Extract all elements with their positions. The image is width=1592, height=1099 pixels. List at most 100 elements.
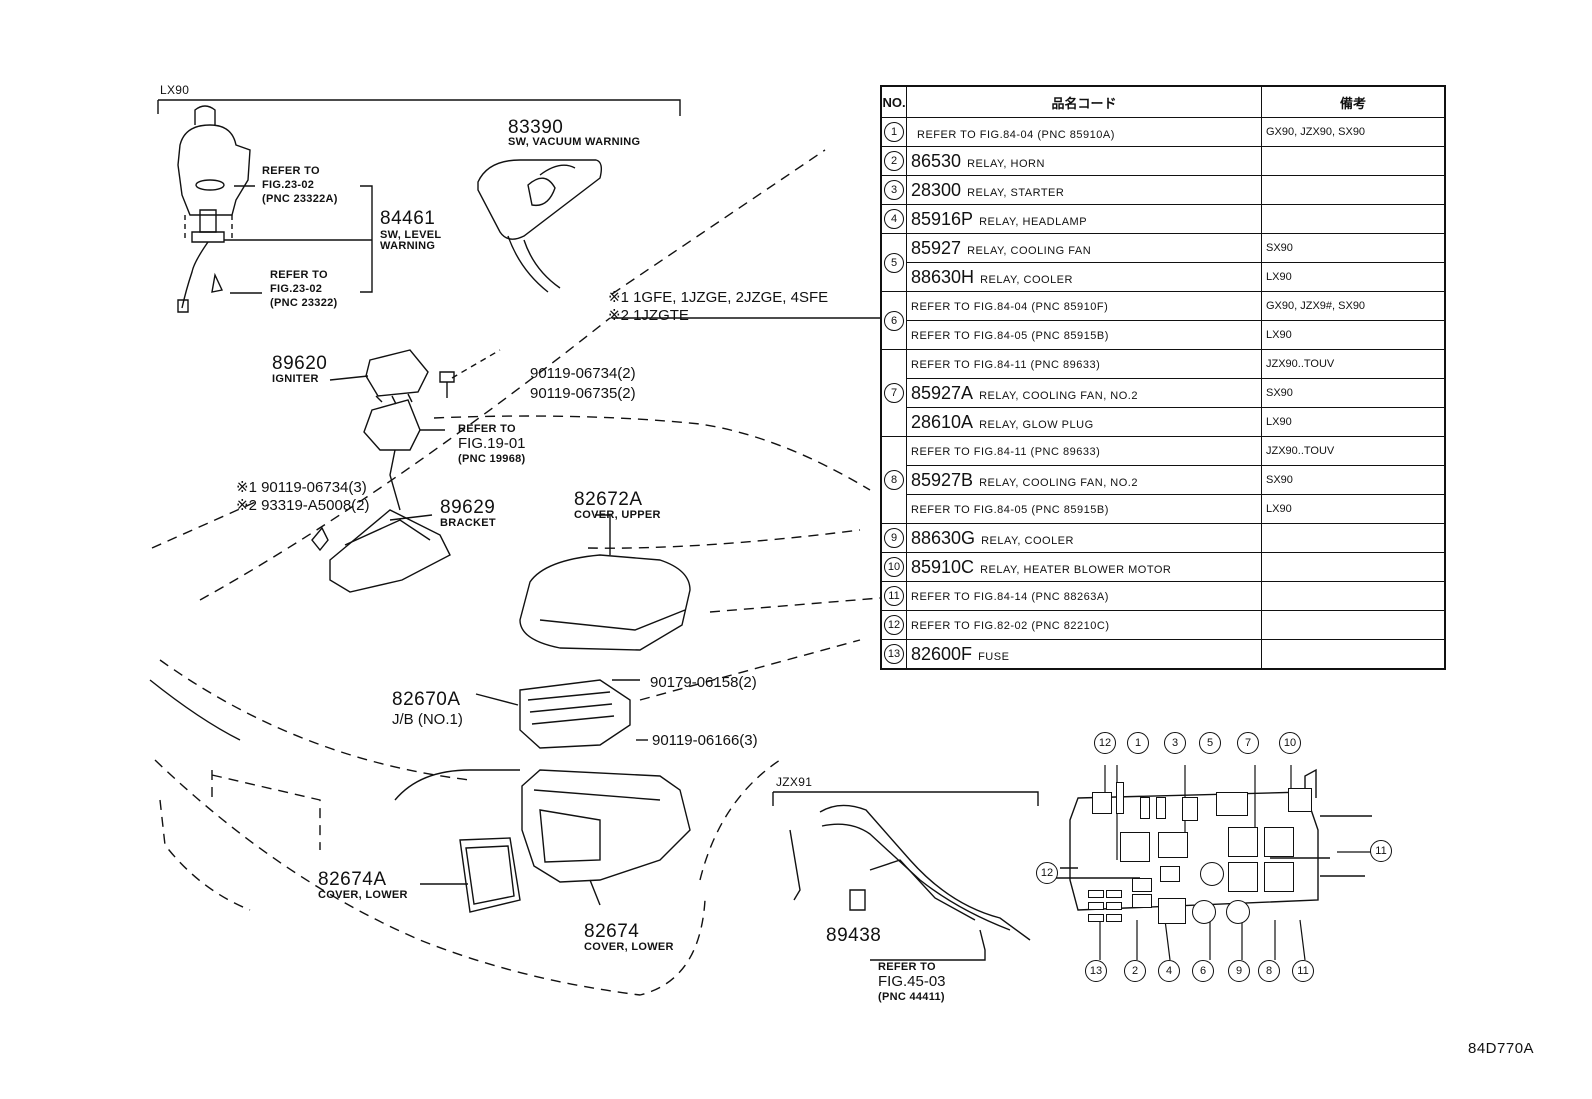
part-name-82674a: COVER, LOWER xyxy=(318,889,408,901)
junction-block-shape xyxy=(519,679,631,749)
table-header-row: NO. 品名コード 備考 xyxy=(880,85,1446,118)
layout-bubble: 10 xyxy=(1279,732,1301,754)
jb-fuse xyxy=(1088,902,1104,910)
fastener-90179-06158: 90179-06158(2) xyxy=(650,674,757,691)
table-row: 6 REFER TO FIG.84-04 (PNC 85910F) GX90, … xyxy=(880,291,1446,350)
row-number-badge: 1 xyxy=(884,122,904,142)
row-description: RELAY, GLOW PLUG xyxy=(979,418,1094,431)
row-number-badge: 2 xyxy=(884,151,904,171)
row-description: RELAY, COOLER xyxy=(981,534,1074,547)
jb-fuse xyxy=(1106,890,1122,898)
table-row: 7 REFER TO FIG.84-11 (PNC 89633) JZX90..… xyxy=(880,349,1446,437)
row-remark: SX90 xyxy=(1261,378,1446,408)
row-remark xyxy=(1261,175,1446,205)
row-description: RELAY, COOLING FAN, NO.2 xyxy=(979,476,1138,489)
part-number-82674a: 82674A xyxy=(318,869,387,890)
table-row: 1 REFER TO FIG.84-04 (PNC 85910A) GX90, … xyxy=(880,117,1446,147)
row-number-badge: 10 xyxy=(884,557,904,577)
part-number-83390: 83390 xyxy=(508,117,564,138)
row-number-badge: 13 xyxy=(884,644,904,664)
fastener-90119-06734: 90119-06734(2) xyxy=(530,365,636,382)
ref-44411-line1: REFER TO xyxy=(878,961,936,973)
row-remark xyxy=(1261,204,1446,234)
part-number-89620: 89620 xyxy=(272,353,328,374)
jb-fuse xyxy=(1106,914,1122,922)
table-row: 12 REFER TO FIG.82-02 (PNC 82210C) xyxy=(880,610,1446,640)
ref-44411-line2: FIG.45-03 xyxy=(878,973,946,990)
row-description: REFER TO FIG.84-11 (PNC 89633) xyxy=(911,446,1101,458)
part-name-89629: BRACKET xyxy=(440,517,496,529)
layout-bubble: 11 xyxy=(1292,960,1314,982)
layout-bubble: 11 xyxy=(1370,840,1392,862)
jb-slot xyxy=(1160,866,1180,882)
part-number-82672a: 82672A xyxy=(574,489,643,510)
row-description: REFER TO FIG.84-05 (PNC 85915B) xyxy=(911,330,1109,342)
vacuum-switch-outline xyxy=(477,159,603,240)
layout-bubble: 9 xyxy=(1228,960,1250,982)
jb-fuse xyxy=(1088,890,1104,898)
table-row: REFER TO FIG.84-05 (PNC 85915B) LX90 xyxy=(881,494,1446,524)
layout-bubble: 4 xyxy=(1158,960,1180,982)
jb-slot xyxy=(1092,792,1112,814)
row-number-badge: 12 xyxy=(884,615,904,635)
fastener-90119-06735: 90119-06735(2) xyxy=(530,385,636,402)
row-description: REFER TO FIG.84-05 (PNC 85915B) xyxy=(911,504,1109,516)
table-row: 9 88630G RELAY, COOLER xyxy=(880,523,1446,553)
layout-bubble: 8 xyxy=(1258,960,1280,982)
row-code: 88630G xyxy=(911,527,976,548)
engine-note-1: ※1 1GFE, 1JZGE, 2JZGE, 4SFE xyxy=(608,289,829,306)
bracket-89629 xyxy=(329,509,451,593)
part-name-82674: COVER, LOWER xyxy=(584,941,674,953)
row-remark: GX90, JZX9#, SX90 xyxy=(1261,291,1446,321)
row-remark: LX90 xyxy=(1261,407,1446,437)
part-number-82670a: 82670A xyxy=(392,689,461,710)
jb-relay xyxy=(1264,827,1294,857)
cover-lower-plate xyxy=(459,837,521,913)
row-remark: LX90 xyxy=(1261,262,1446,292)
row-code: 85910C xyxy=(911,556,975,577)
row-remark: JZX90..TOUV xyxy=(1261,349,1446,379)
part-number-89629: 89629 xyxy=(440,497,496,518)
part-name-84461: SW, LEVEL WARNING xyxy=(380,229,442,252)
part-number-89438: 89438 xyxy=(826,925,882,946)
part-name-82672a: COVER, UPPER xyxy=(574,509,661,521)
lx90-bracket-line xyxy=(158,99,681,116)
ref-23322a-line1: REFER TO xyxy=(262,165,320,177)
layout-bubble: 12 xyxy=(1094,732,1116,754)
row-remark: SX90 xyxy=(1261,233,1446,263)
header-remark: 備考 xyxy=(1261,85,1446,118)
group-label-lx90: LX90 xyxy=(160,83,190,97)
layout-bubble: 6 xyxy=(1192,960,1214,982)
row-description: REFER TO FIG.84-04 (PNC 85910F) xyxy=(911,301,1109,313)
row-code: 85927B xyxy=(911,469,974,490)
row-number-badge: 9 xyxy=(884,528,904,548)
row-remark: SX90 xyxy=(1261,465,1446,495)
row-remark xyxy=(1261,146,1446,176)
ref-44411-line3: (PNC 44411) xyxy=(878,991,945,1003)
ref-23322-line1: REFER TO xyxy=(270,269,328,281)
row-remark: JZX90..TOUV xyxy=(1261,436,1446,466)
ref-23322a-line2: FIG.23-02 xyxy=(262,179,315,191)
jb-fuse xyxy=(1088,914,1104,922)
table-row: 8 REFER TO FIG.84-11 (PNC 89633) JZX90..… xyxy=(880,436,1446,524)
row-description: RELAY, HEADLAMP xyxy=(979,215,1088,228)
table-row: REFER TO FIG.84-05 (PNC 85915B) LX90 xyxy=(881,320,1446,350)
layout-bubble: 7 xyxy=(1237,732,1259,754)
ref-23322a-line3: (PNC 23322A) xyxy=(262,193,338,205)
fastener-90119-06166: 90119-06166(3) xyxy=(652,732,758,749)
row-description: REFER TO FIG.84-11 (PNC 89633) xyxy=(911,359,1101,371)
jb-relay xyxy=(1158,832,1188,858)
jb-slot xyxy=(1182,797,1198,821)
reservoir-shape xyxy=(177,124,251,216)
jb-slot xyxy=(1216,792,1248,816)
header-no: NO. xyxy=(880,85,907,118)
row-description: REFER TO FIG.84-04 (PNC 85910A) xyxy=(917,128,1115,141)
layout-bubble: 2 xyxy=(1124,960,1146,982)
cover-upper-shape xyxy=(519,554,691,651)
figure-id: 84D770A xyxy=(1468,1040,1535,1057)
engine-note-2: ※2 1JZGTE xyxy=(608,307,689,324)
